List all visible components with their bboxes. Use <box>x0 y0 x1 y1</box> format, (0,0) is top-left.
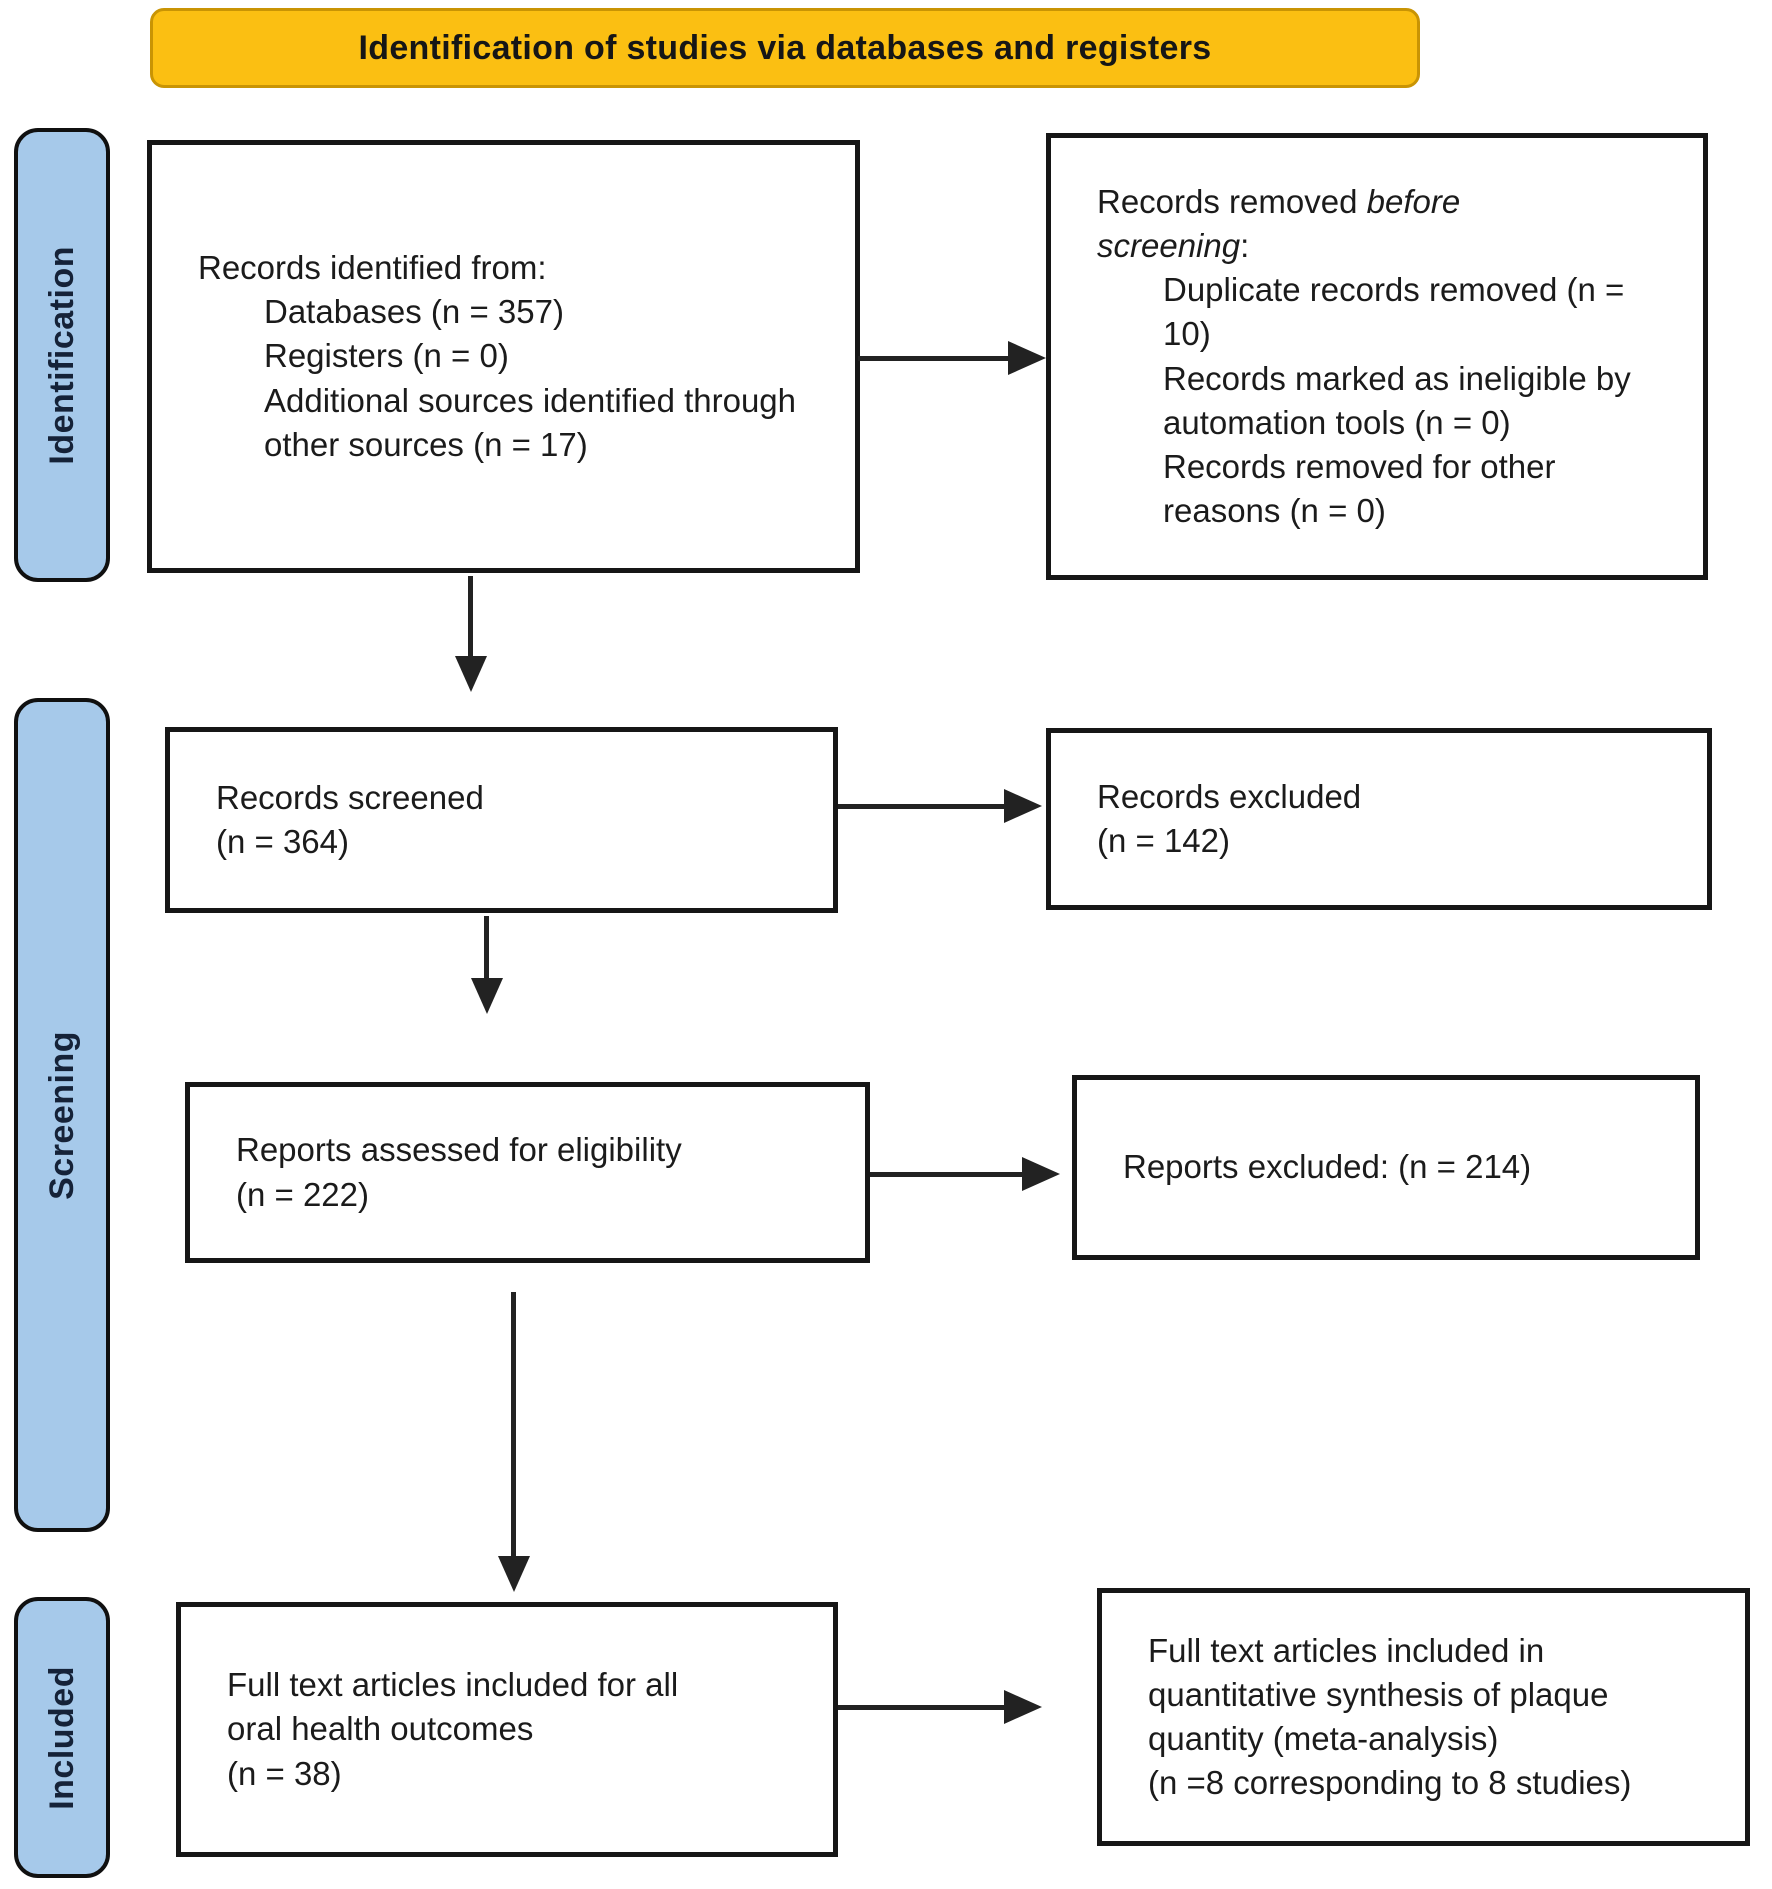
stage-label-included: Included <box>42 1665 81 1810</box>
records-removed-item: Records removed for other reasons (n = 0… <box>1163 447 1556 530</box>
stage-label-screening: Screening <box>42 1030 81 1200</box>
fulltext-quant-count: (n =8 corresponding to 8 studies) <box>1148 1764 1632 1802</box>
arrow-identified-to-screened-head <box>455 656 487 692</box>
records-removed-intro-suffix: : <box>1240 226 1250 264</box>
arrow-assessed-to-fulltext-stem <box>511 1292 516 1558</box>
box-records-identified: Records identified from: Databases (n = … <box>147 140 860 573</box>
fulltext-included-line: oral health outcomes <box>227 1710 534 1748</box>
fulltext-quant-line: Full text articles included in <box>1148 1631 1545 1669</box>
records-identified-item: Databases (n = 357) <box>264 293 564 331</box>
box-reports-assessed: Reports assessed for eligibility (n = 22… <box>185 1082 870 1263</box>
arrow-identified-to-screened-stem <box>468 576 473 658</box>
reports-assessed-line: Reports assessed for eligibility <box>236 1131 682 1169</box>
fulltext-quant-line: quantitative synthesis of plaque <box>1148 1675 1609 1713</box>
records-screened-count: (n = 364) <box>216 823 349 860</box>
reports-assessed-count: (n = 222) <box>236 1175 369 1213</box>
records-identified-item: Registers (n = 0) <box>264 337 509 375</box>
arrow-screened-to-excluded-head <box>1004 789 1042 823</box>
records-removed-intro-prefix: Records removed <box>1097 182 1367 220</box>
arrow-screened-to-assessed-head <box>471 978 503 1014</box>
records-excluded-count: (n = 142) <box>1097 822 1230 859</box>
records-removed-intro: Records removed before screening: <box>1097 180 1597 268</box>
records-excluded-line: Records excluded <box>1097 777 1362 815</box>
arrow-screened-to-assessed-stem <box>484 916 489 980</box>
stage-bar-identification: Identification <box>14 128 110 582</box>
box-fulltext-included: Full text articles included for all oral… <box>176 1602 838 1857</box>
records-removed-item: Records marked as ineligible by automati… <box>1163 359 1631 441</box>
arrow-assessed-to-excluded-head <box>1022 1157 1060 1191</box>
arrow-fulltext-to-quant-head <box>1004 1690 1042 1724</box>
arrow-assessed-to-excluded-stem <box>870 1172 1024 1177</box>
diagram-title: Identification of studies via databases … <box>358 28 1212 67</box>
box-records-removed: Records removed before screening: Duplic… <box>1046 133 1708 580</box>
arrow-identified-to-removed-stem <box>858 356 1010 361</box>
box-reports-excluded: Reports excluded: (n = 214) <box>1072 1075 1700 1260</box>
records-identified-intro: Records identified from: <box>198 248 547 286</box>
box-records-excluded: Records excluded (n = 142) <box>1046 728 1712 910</box>
box-fulltext-quantitative: Full text articles included in quantitat… <box>1097 1588 1750 1846</box>
arrow-screened-to-excluded-stem <box>838 804 1006 809</box>
records-identified-item: Additional sources identified through ot… <box>264 381 797 463</box>
fulltext-included-count: (n = 38) <box>227 1754 342 1792</box>
arrow-assessed-to-fulltext-head <box>498 1556 530 1592</box>
records-removed-intro-italic: before screening <box>1097 182 1461 264</box>
stage-bar-included: Included <box>14 1597 110 1878</box>
records-removed-item: Duplicate records removed (n = 10) <box>1163 271 1625 353</box>
arrow-fulltext-to-quant-stem <box>838 1705 1006 1710</box>
reports-excluded-line: Reports excluded: (n = 214) <box>1123 1148 1532 1186</box>
box-records-screened: Records screened (n = 364) <box>165 727 838 913</box>
fulltext-included-line: Full text articles included for all <box>227 1666 679 1704</box>
stage-label-identification: Identification <box>42 245 81 465</box>
arrow-identified-to-removed-head <box>1008 341 1046 375</box>
records-screened-line: Records screened <box>216 778 484 816</box>
diagram-title-banner: Identification of studies via databases … <box>150 8 1420 88</box>
fulltext-quant-line: quantity (meta-analysis) <box>1148 1720 1499 1757</box>
stage-bar-screening: Screening <box>14 698 110 1532</box>
